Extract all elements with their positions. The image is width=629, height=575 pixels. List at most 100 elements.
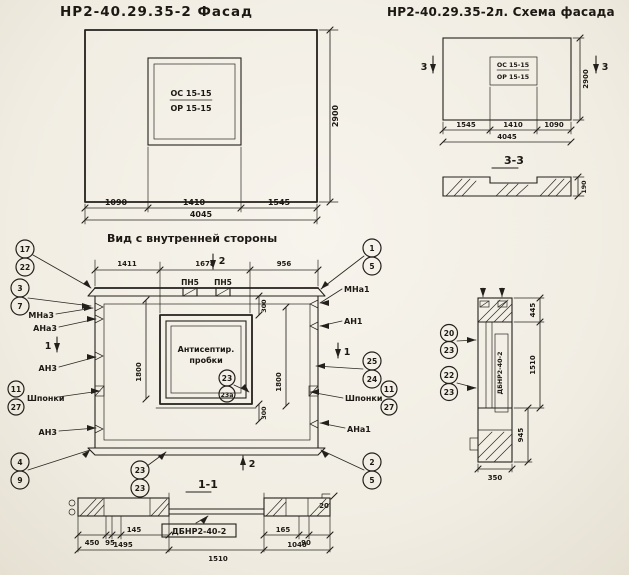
callout-22-23: 22 23 [439,365,477,402]
callout-20-23: 20 23 [439,323,477,360]
section-3-3-dim-ticks [574,173,582,200]
label-leader [319,288,343,304]
callout-window-arrow [241,384,249,392]
left-pier [77,497,170,517]
dim-1800-lines [145,299,287,407]
callout-window-num-1: 23 [222,374,232,383]
callout-4-9: 4 9 [10,449,91,490]
dim-1510: 1510 [208,555,228,563]
section-1-1-dim-lines [77,534,331,551]
facade-window-sash [153,63,236,140]
facade-window-frame [147,57,242,146]
callout-num: 11 [11,385,21,394]
callout-leader [320,449,365,471]
callout-num: 22 [20,263,30,272]
schema-section-mark-left-arrow [430,64,436,73]
callout-circle [439,382,459,402]
section-2-2-dim-lines [477,297,541,470]
inner-dim-1678: 1678 [195,260,215,268]
plate-right [215,287,231,297]
schema-window [489,56,538,86]
section-1-mark-right-arrow [335,349,341,358]
callout-leader [27,449,91,471]
section-1-mark-right: 1 [344,347,351,358]
callout-1-5: 1 5 [320,238,382,290]
facade-dim-1090: 1090 [105,198,128,207]
beam-label-box-vertical [494,333,509,413]
facade-window-mark-top: ОС 15-15 [170,89,211,98]
callout-num: 2 [369,458,374,467]
label-arrow [87,316,96,322]
section-1-1-dim-ticks [74,492,338,554]
callout-circle [7,380,25,398]
keyway [469,437,479,451]
dim-300-ticks [255,292,263,425]
beam-label-box [161,523,237,538]
schema-dim-ticks [439,34,584,146]
keys-left-label: Шпонки [27,394,64,403]
facade-dim-1545: 1545 [268,198,291,207]
callout-num: 23 [444,346,454,355]
pier-hatch [79,498,331,517]
label-an3-top: АН3 [39,364,57,373]
callout-arrow [158,452,166,460]
jamb-stubs [168,492,331,499]
plate-right-hatch [215,287,231,297]
callout-arrow [467,385,476,391]
facade-dim-ticks [81,26,334,224]
label-arrow [320,323,329,329]
anchor-plate [479,300,490,308]
callout-num: 4 [17,458,22,467]
antiseptic-note-line2: пробки [189,355,222,365]
dim-1040: 1040 [287,541,307,549]
inner-dim-956: 956 [277,260,292,268]
callout-num: 23 [444,388,454,397]
label-ana3: АНа3 [33,324,57,333]
callout-circle [362,470,382,490]
callout-3-7: 3 7 [10,278,92,316]
callout-circle [362,256,382,276]
sill-lines [168,508,265,515]
callout-arrow [321,281,329,289]
dim-945: 945 [517,428,525,443]
callout-num: 27 [384,403,394,412]
callout-arrow [316,363,325,369]
callout-17-22: 17 22 [15,239,92,289]
schema-dimension-lines [442,37,581,143]
facade-view: НР2-40.29.35-2 Фасад ОС 15-15 ОР 15-15 1… [60,4,340,225]
dim-1510-vert: 1510 [529,355,537,375]
window-frame [165,320,247,399]
section-2-2-dim-ticks [474,294,544,473]
section-2-2-frame-lines [477,321,513,431]
label-an3-bottom: АН3 [39,428,57,437]
anchor-labels-right: МНа1 АН1 АНа1 [319,285,371,434]
schema-panel-outline [442,37,572,121]
schema-dim-1545: 1545 [456,121,476,129]
label-arrow [320,420,329,426]
label-an1: АН1 [344,317,363,326]
facade-extension-lines [84,29,339,225]
schema-window-mark-top: ОС 15-15 [497,62,529,69]
dim-1495: 1495 [113,541,133,549]
callout-leader [27,297,92,307]
callout-23-23: 23 23 [130,451,167,498]
dim-1800-right: 1800 [275,372,283,392]
keys-left-group: 11 27 Шпонки [7,380,101,416]
section-2-mark-top: 2 [219,256,226,267]
section-1-1-title: 1-1 [198,478,218,491]
window-sash [170,325,242,394]
callout-circle [130,478,150,498]
section-1-mark-left-arrow [54,343,60,352]
callout-num: 25 [367,357,377,366]
callout-circle [10,470,30,490]
callout-arrow [467,337,476,343]
lifting-loop [68,499,76,507]
section-3-3-profile [442,176,572,197]
dim-1800-left: 1800 [135,362,143,382]
callout-window-circle-2 [218,385,236,403]
dim-350: 350 [488,474,503,482]
panel-inner-frame [103,303,311,441]
callout-num: 23 [135,484,145,493]
pier-inner-lines [103,497,309,517]
